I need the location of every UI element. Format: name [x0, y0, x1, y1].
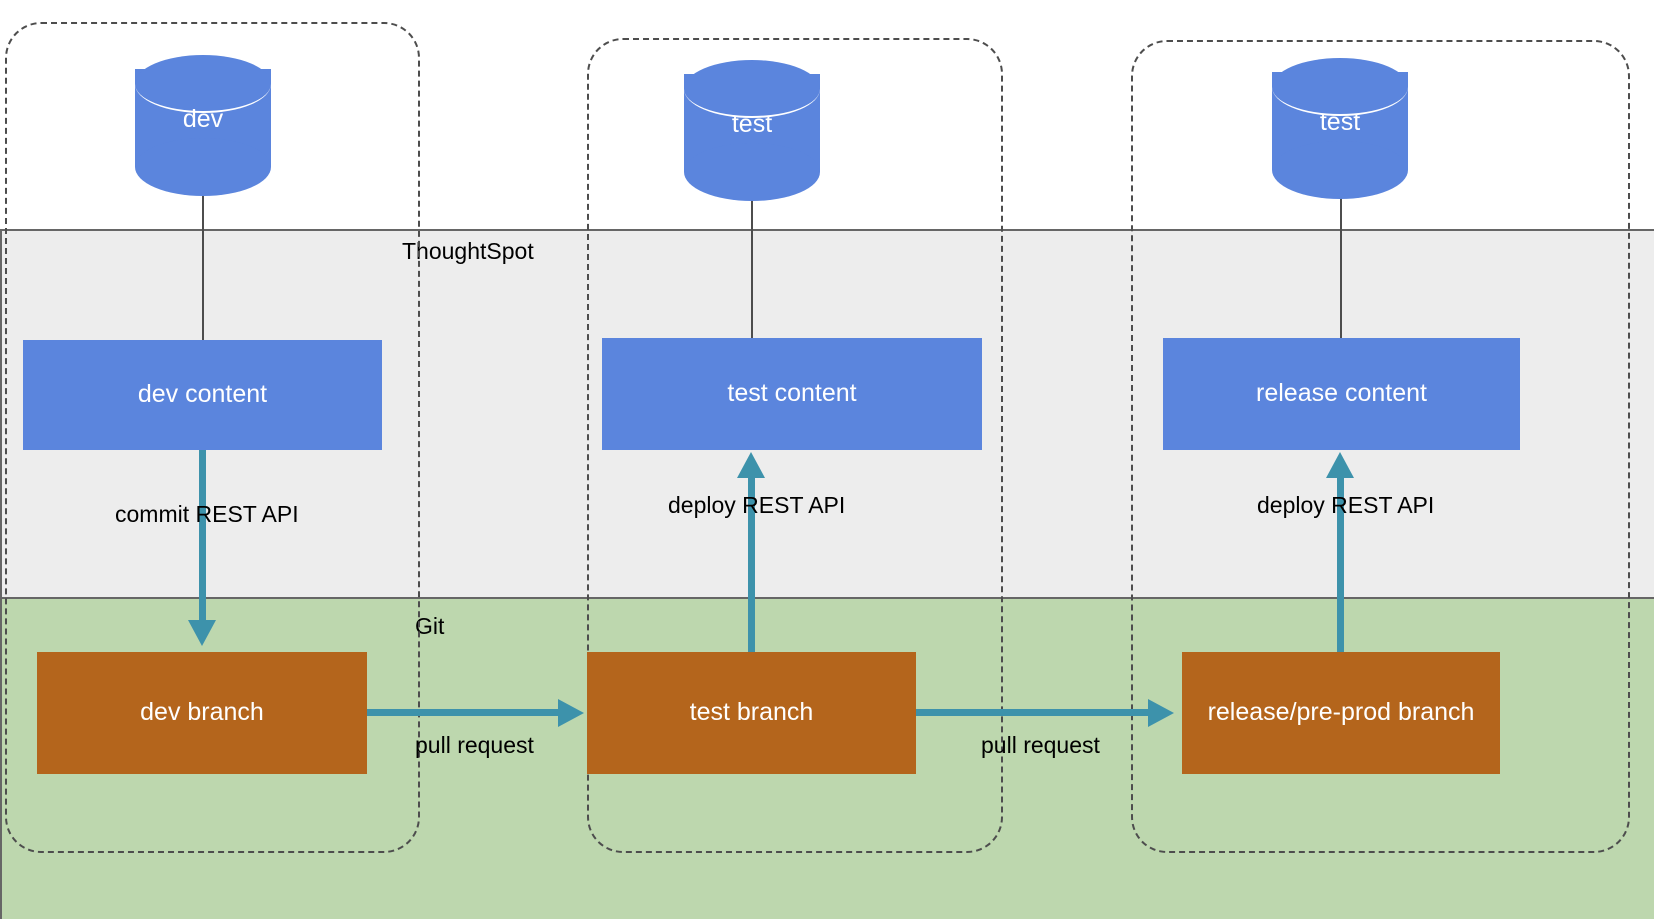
database-test: test: [684, 60, 820, 201]
arrow-commit-rest-api-head: [188, 620, 216, 646]
database-dev-label: dev: [182, 105, 224, 133]
node-test-content[interactable]: test content: [602, 338, 982, 450]
arrow-deploy-rest-api-test-shaft: [748, 476, 755, 656]
cylinder-top-ellipse: [684, 60, 820, 118]
edge-label-deploy-rest-api-release: deploy REST API: [1257, 492, 1435, 518]
arrow-deploy-rest-api-release-head: [1326, 452, 1354, 478]
wire-release-db-to-content: [1340, 180, 1342, 345]
arrow-pull-request-2-head: [1148, 699, 1174, 727]
node-release-branch[interactable]: release/pre-prod branch: [1182, 652, 1500, 774]
cylinder-bottom-ellipse: [1272, 141, 1408, 199]
edge-label-commit-rest-api: commit REST API: [115, 501, 299, 527]
arrow-pull-request-2-shaft: [916, 709, 1151, 716]
wire-dev-db-to-content: [202, 168, 204, 342]
env-container-release: [1131, 40, 1630, 853]
cylinder-bottom-ellipse: [135, 138, 271, 196]
arrow-pull-request-1-shaft: [367, 709, 562, 716]
cylinder-top-ellipse: [135, 55, 271, 113]
node-release-content[interactable]: release content: [1163, 338, 1520, 450]
edge-label-pull-request-1: pull request: [415, 732, 534, 758]
env-container-dev: [5, 22, 420, 853]
edge-label-pull-request-2: pull request: [981, 732, 1100, 758]
node-dev-content[interactable]: dev content: [23, 340, 382, 450]
database-release-label: test: [1319, 108, 1361, 136]
node-dev-branch[interactable]: dev branch: [37, 652, 367, 774]
band-label-git: Git: [415, 613, 445, 639]
database-test-label: test: [731, 110, 773, 138]
edge-label-deploy-rest-api-test: deploy REST API: [668, 492, 846, 518]
arrow-deploy-rest-api-test-head: [737, 452, 765, 478]
cylinder-top-ellipse: [1272, 58, 1408, 116]
node-test-branch[interactable]: test branch: [587, 652, 916, 774]
arrow-pull-request-1-head: [558, 699, 584, 727]
cylinder-bottom-ellipse: [684, 143, 820, 201]
band-label-thoughtspot: ThoughtSpot: [402, 238, 534, 264]
database-release: test: [1272, 58, 1408, 199]
wire-test-db-to-content: [751, 180, 753, 345]
database-dev: dev: [135, 55, 271, 196]
env-container-test: [587, 38, 1003, 853]
arrow-deploy-rest-api-release-shaft: [1337, 476, 1344, 656]
arrow-commit-rest-api-shaft: [199, 450, 206, 625]
